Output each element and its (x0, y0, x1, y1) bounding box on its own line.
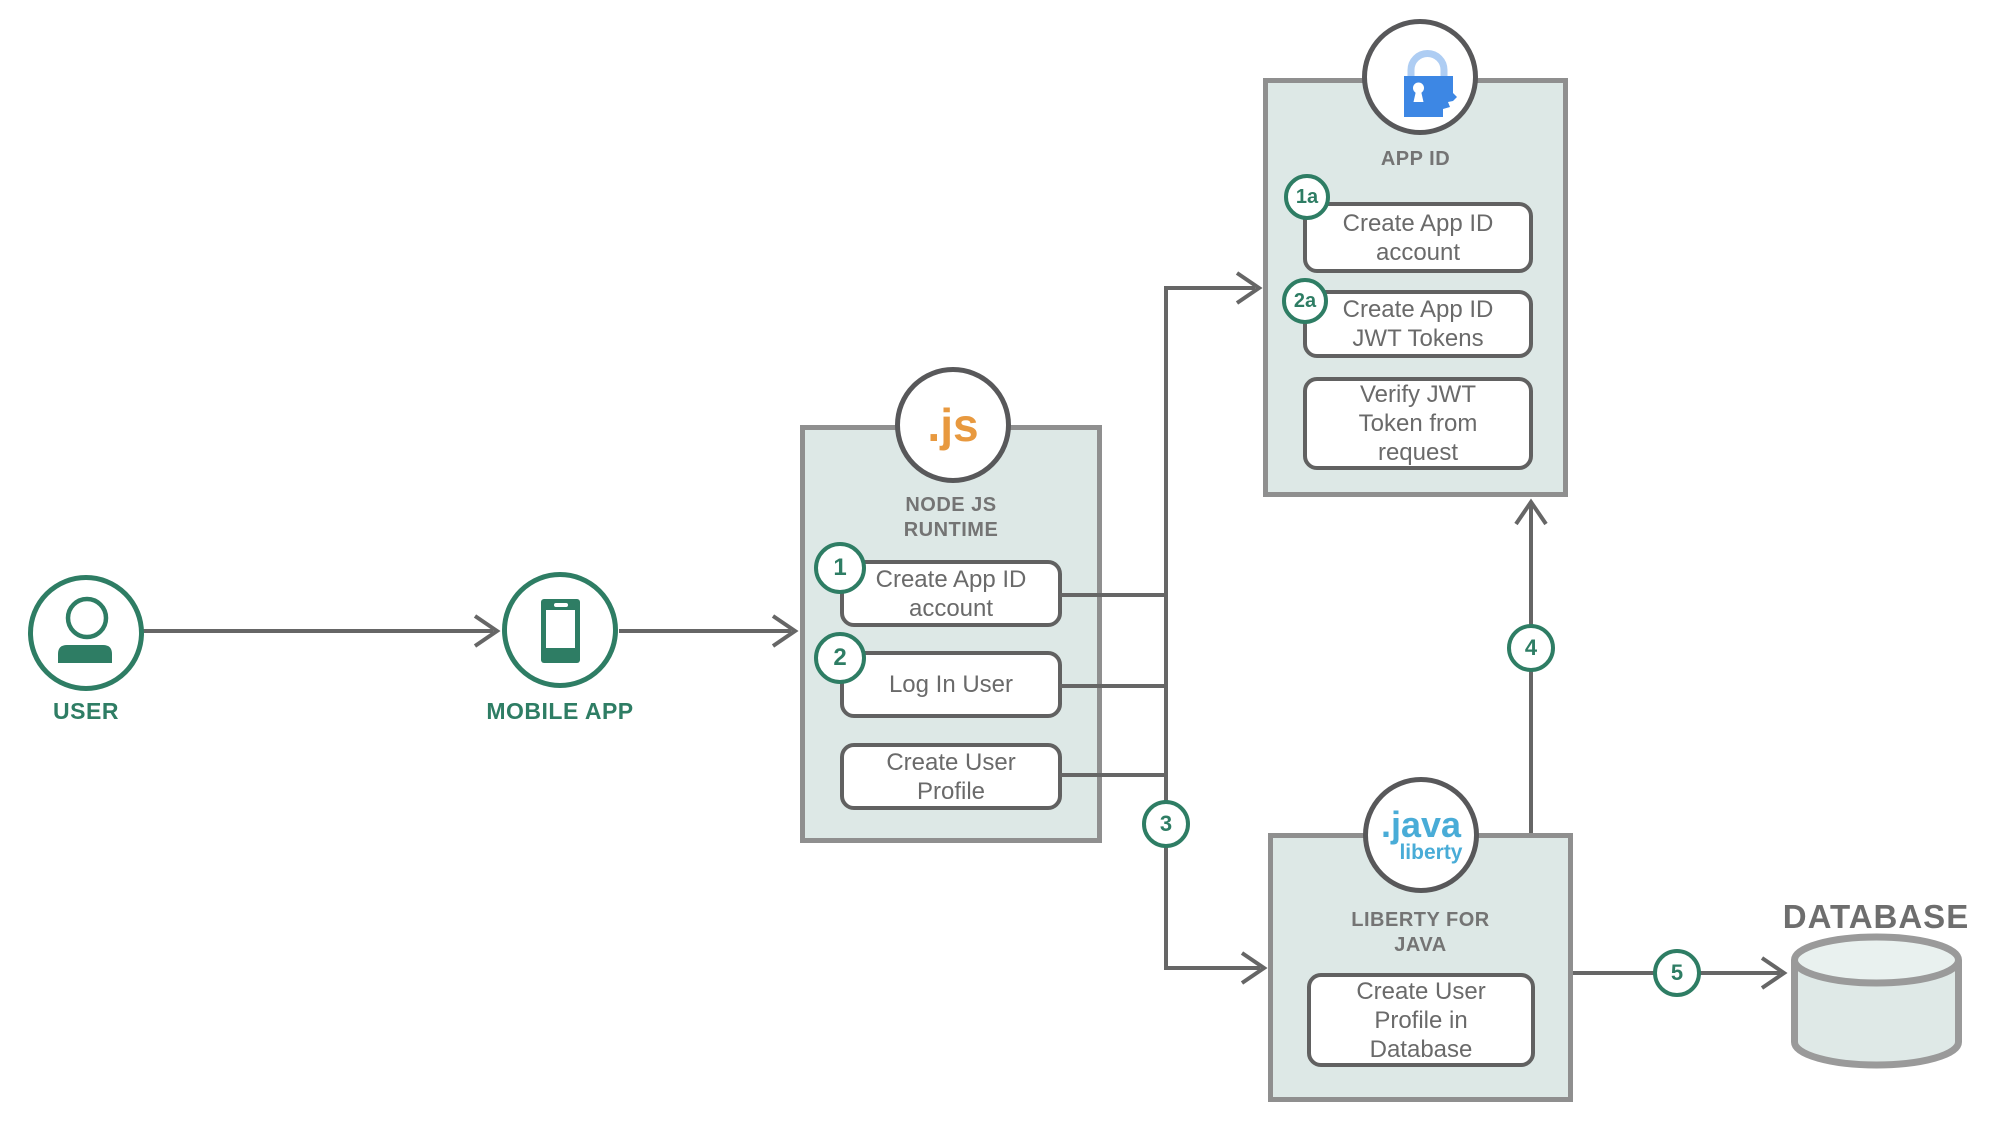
nodejs-icon: .js (927, 399, 979, 451)
mobile-app-label: MOBILE APP (486, 698, 634, 724)
mobile-app-node (502, 572, 618, 688)
flow-badge-5: 5 (1653, 949, 1701, 997)
step-badge-1a: 1a (1284, 174, 1330, 220)
mobile-phone-icon (541, 599, 580, 663)
user-node (28, 575, 144, 691)
step-create-jwt-tokens: Create App ID JWT Tokens (1303, 290, 1533, 358)
flow-badge-4: 4 (1507, 624, 1555, 672)
step-badge-2: 2 (814, 632, 866, 684)
app-id-title: APP ID (1380, 148, 1451, 170)
app-id-lock-head-icon (1404, 50, 1457, 117)
database-cylinder-icon (1791, 933, 1962, 1069)
step-badge-2a: 2a (1282, 278, 1328, 324)
step-create-user-profile-db: Create User Profile in Database (1307, 973, 1535, 1067)
flow-badge-3: 3 (1142, 800, 1190, 848)
step-verify-jwt-token: Verify JWT Token from request (1303, 377, 1533, 470)
liberty-for-java-panel: LIBERTY FOR JAVA Create User Profile in … (1268, 833, 1573, 1102)
java-liberty-icon: .java liberty (1380, 803, 1463, 864)
step-log-in-user: Log In User (840, 651, 1062, 718)
database-label: DATABASE (1782, 898, 1970, 935)
app-id-panel: APP ID Create App ID account Create App … (1263, 78, 1568, 497)
app-id-circle (1362, 19, 1478, 135)
nodejs-circle: .js (895, 367, 1011, 483)
java-liberty-circle: .java liberty (1363, 777, 1479, 893)
step-badge-1: 1 (814, 542, 866, 594)
node-js-runtime-panel: NODE JS RUNTIME Create App ID account Lo… (800, 425, 1102, 843)
node-js-runtime-title: NODE JS RUNTIME (903, 494, 999, 541)
user-icon (58, 596, 112, 663)
liberty-title: LIBERTY FOR JAVA (1351, 909, 1490, 956)
user-label: USER (53, 698, 119, 724)
step-create-appid-account-appid: Create App ID account (1303, 202, 1533, 273)
step-create-user-profile: Create User Profile (840, 743, 1062, 810)
step-create-appid-account: Create App ID account (840, 560, 1062, 627)
